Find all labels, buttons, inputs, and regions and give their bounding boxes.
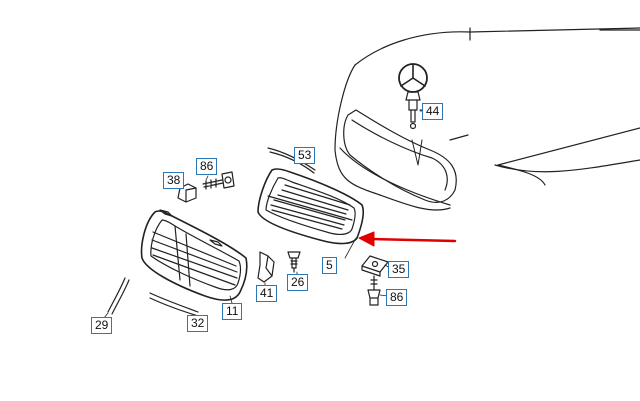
pointer-arrow bbox=[358, 231, 457, 247]
callout-label: 44 bbox=[426, 104, 440, 118]
callout-86-upper[interactable]: 86 bbox=[196, 158, 218, 175]
callout-label: 26 bbox=[291, 275, 305, 289]
callout-label: 29 bbox=[95, 318, 109, 332]
lower-trim-strip-icon bbox=[149, 292, 199, 317]
callout-label: 38 bbox=[167, 173, 181, 187]
callout-label: 11 bbox=[226, 304, 239, 318]
grille-insert-icon bbox=[140, 209, 248, 301]
callout-53[interactable]: 53 bbox=[294, 147, 316, 164]
radiator-grille-icon bbox=[257, 168, 364, 245]
callout-41[interactable]: 41 bbox=[256, 285, 278, 302]
callout-86-lower[interactable]: 86 bbox=[386, 289, 408, 306]
lower-screw-icon bbox=[367, 275, 381, 306]
callout-35[interactable]: 35 bbox=[388, 261, 410, 278]
screw-icon bbox=[287, 251, 301, 273]
hood-emblem-icon bbox=[398, 63, 428, 130]
callout-26[interactable]: 26 bbox=[287, 274, 309, 291]
hood-outline bbox=[334, 27, 640, 211]
upper-screw-icon bbox=[202, 171, 235, 190]
callout-label: 32 bbox=[191, 316, 205, 330]
callout-label: 5 bbox=[326, 258, 333, 272]
callout-38[interactable]: 38 bbox=[163, 172, 185, 189]
callout-5[interactable]: 5 bbox=[322, 257, 337, 274]
clip-nut-icon bbox=[361, 255, 389, 277]
callout-29[interactable]: 29 bbox=[91, 317, 113, 334]
side-trim-strip-icon bbox=[107, 277, 130, 315]
callout-label: 53 bbox=[298, 148, 312, 162]
upper-trim-strip-icon bbox=[267, 147, 316, 174]
callout-11[interactable]: 11 bbox=[222, 303, 243, 320]
callout-label: 35 bbox=[392, 262, 406, 276]
callout-label: 41 bbox=[260, 286, 274, 300]
callout-label: 86 bbox=[390, 290, 404, 304]
callout-32[interactable]: 32 bbox=[187, 315, 209, 332]
callout-label: 86 bbox=[200, 159, 214, 173]
holder-icon bbox=[257, 251, 275, 283]
callout-44[interactable]: 44 bbox=[422, 103, 444, 120]
